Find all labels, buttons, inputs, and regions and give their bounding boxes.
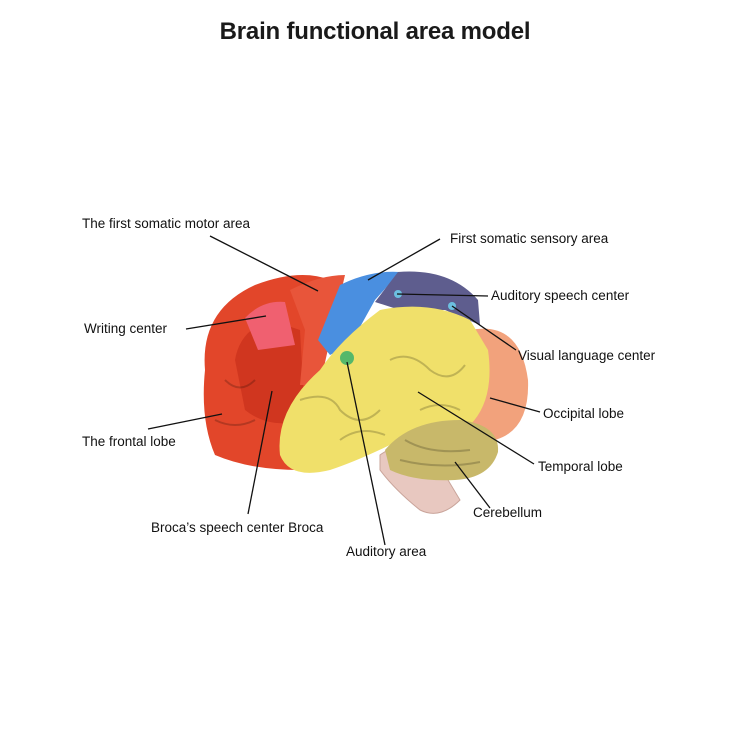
leader-motor: [209, 235, 319, 292]
leader-auditory-area: [346, 361, 386, 546]
label-occipital-lobe: Occipital lobe: [543, 406, 625, 421]
sensory-area-region: [318, 271, 400, 355]
cerebellum-region: [385, 420, 499, 481]
diagram-title: Brain functional area model: [219, 18, 531, 45]
label-cerebellum: Cerebellum: [473, 505, 543, 520]
leader-temporal: [417, 391, 535, 465]
label-sensory-area: First somatic sensory area: [450, 231, 609, 246]
leader-cerebellum: [454, 461, 491, 509]
label-temporal-lobe: Temporal lobe: [538, 459, 623, 474]
leader-lines: [147, 235, 541, 546]
parietal-region: [375, 271, 480, 325]
label-visual-language-center: Visual language center: [518, 348, 656, 363]
leader-frontal: [147, 413, 223, 430]
leader-occipital: [489, 397, 541, 413]
leader-broca: [247, 390, 273, 515]
leader-auditory-speech: [396, 293, 489, 297]
motor-area-region: [290, 275, 345, 385]
leader-visual-language: [451, 305, 517, 351]
label-motor-area: The first somatic motor area: [82, 216, 251, 231]
auditory-area-dot: [340, 351, 354, 365]
writing-center-region: [245, 301, 295, 350]
label-broca-speech-center: Broca’s speech center Broca: [151, 520, 324, 535]
label-auditory-area: Auditory area: [346, 544, 427, 559]
label-frontal-lobe: The frontal lobe: [82, 434, 176, 449]
leader-writing: [185, 315, 267, 330]
brain-model: [203, 271, 529, 514]
label-writing-center: Writing center: [84, 321, 168, 336]
label-auditory-speech-center: Auditory speech center: [491, 288, 630, 303]
leader-sensory: [367, 238, 441, 281]
